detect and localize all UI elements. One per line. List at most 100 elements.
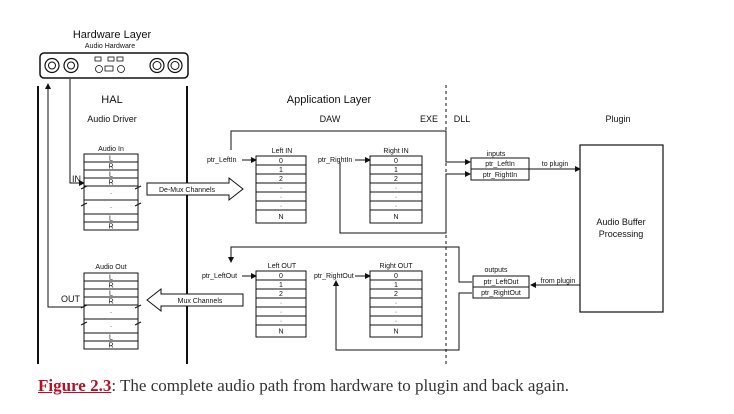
demux-arrow bbox=[146, 176, 244, 202]
right-in-to-plugin-wire bbox=[339, 162, 471, 234]
plugin-input-item: ptr_RightIn bbox=[483, 172, 517, 179]
audio-out-cell-value: L bbox=[109, 291, 113, 298]
in-connection bbox=[69, 79, 85, 186]
audio-in-cell-value: · bbox=[110, 191, 112, 198]
left-in-title: Left IN bbox=[272, 148, 293, 155]
in-label: IN bbox=[72, 174, 81, 184]
audio-in-cell-value: · bbox=[110, 205, 112, 212]
left-in-cell-value: 2 bbox=[279, 176, 283, 183]
out-connection bbox=[45, 83, 84, 308]
right-in-cell bbox=[369, 209, 423, 224]
left-out-cell-value: · bbox=[280, 309, 282, 316]
demux-label: De-Mux Channels bbox=[159, 187, 216, 194]
application-layer-title: Application Layer bbox=[287, 94, 372, 106]
plugin-title: Plugin bbox=[605, 114, 630, 124]
left-in-cell-value: N bbox=[278, 214, 283, 221]
right-out-buffer: 0 1 2 · · · N bbox=[369, 270, 423, 338]
audio-out-cell-value: · bbox=[110, 324, 112, 331]
audio-out-cell-value: R bbox=[108, 343, 113, 350]
left-out-cell-value: 2 bbox=[279, 291, 283, 298]
right-out-cell-value: N bbox=[393, 329, 398, 336]
left-out-cell-value: N bbox=[278, 329, 283, 336]
left-in-buffer: 012···N bbox=[255, 155, 307, 224]
audio-buffer-processing-box bbox=[579, 144, 664, 313]
mux-arrow bbox=[146, 287, 244, 313]
figure-reference-link[interactable]: Figure 2.3 bbox=[38, 376, 112, 395]
audio-hardware-device bbox=[39, 52, 189, 79]
audio-in-cell-value: L bbox=[109, 172, 113, 179]
audio-out-cell bbox=[83, 340, 139, 350]
right-in-cell-value: · bbox=[395, 194, 397, 201]
daw-label: DAW bbox=[320, 114, 341, 124]
audio-path-diagram: Hardware Layer Audio Hardware IN OUT HAL… bbox=[37, 29, 664, 364]
audio-in-cell-value: R bbox=[108, 224, 113, 231]
audio-out-cell-value: R bbox=[108, 299, 113, 306]
right-in-cell-value: · bbox=[395, 185, 397, 192]
audio-in-cell bbox=[83, 221, 139, 231]
audio-out-cell-value: L bbox=[109, 335, 113, 342]
right-out-title: Right OUT bbox=[379, 263, 413, 270]
plugin-input-item: ptr_LeftIn bbox=[485, 161, 515, 168]
plugin-to-left-out-wire bbox=[228, 246, 472, 283]
right-out-cell-value: · bbox=[395, 300, 397, 307]
right-in-cell-value: 1 bbox=[394, 167, 398, 174]
left-out-title: Left OUT bbox=[268, 263, 297, 270]
left-in-to-plugin-wire bbox=[230, 130, 471, 165]
audio-in-cell-value: L bbox=[109, 216, 113, 223]
out-label: OUT bbox=[61, 294, 81, 304]
audio-out-cell-value: L bbox=[109, 275, 113, 282]
right-out-cell-value: · bbox=[395, 309, 397, 316]
plugin-output-item: ptr_RightOut bbox=[481, 290, 521, 297]
left-out-buffer: 012···N bbox=[255, 270, 307, 338]
right-in-cell-value: · bbox=[395, 203, 397, 210]
plugin-outputs-box bbox=[472, 275, 530, 299]
right-out-cell-value: · bbox=[395, 318, 397, 325]
hal-title: HAL bbox=[101, 94, 122, 106]
buffer-break-mark bbox=[134, 304, 142, 326]
hardware-subtitle: Audio Hardware bbox=[85, 43, 135, 50]
buffer-break-mark bbox=[80, 185, 88, 207]
plugin-box-line2: Processing bbox=[599, 229, 644, 239]
left-in-cell-value: 0 bbox=[279, 158, 283, 165]
right-in-title: Right IN bbox=[383, 148, 408, 155]
plugin-output-item: ptr_LeftOut bbox=[483, 279, 518, 286]
from-plugin-label: from plugin bbox=[541, 278, 576, 285]
ptr-leftout-label: ptr_LeftOut bbox=[202, 273, 237, 280]
dll-label: DLL bbox=[454, 114, 471, 124]
caption-text: : The complete audio path from hardware … bbox=[111, 376, 569, 395]
left-out-cell-value: · bbox=[280, 318, 282, 325]
right-out-cell-value: 1 bbox=[394, 282, 398, 289]
plugin-box-line1: Audio Buffer bbox=[596, 217, 645, 227]
right-out-cell bbox=[369, 324, 423, 338]
right-in-cell-value: N bbox=[393, 214, 398, 221]
buffer-break-mark bbox=[134, 185, 142, 207]
to-plugin-label: to plugin bbox=[542, 161, 569, 168]
right-in-cell-value: 0 bbox=[394, 158, 398, 165]
figure-caption: Figure 2.3: The complete audio path from… bbox=[38, 376, 718, 396]
audio-out-cell-value: · bbox=[110, 310, 112, 317]
plugin-inputs-box bbox=[470, 157, 530, 181]
left-out-cell bbox=[255, 324, 307, 338]
right-out-cell-value: 0 bbox=[394, 273, 398, 280]
right-in-cell-value: 2 bbox=[394, 176, 398, 183]
plugin-to-right-out-wire bbox=[333, 280, 472, 351]
audio-in-cell-value: R bbox=[108, 180, 113, 187]
mux-label: Mux Channels bbox=[178, 298, 223, 305]
left-out-cell-value: 0 bbox=[279, 273, 283, 280]
left-in-cell-value: · bbox=[280, 203, 282, 210]
ptr-rightin-label: ptr_RightIn bbox=[318, 157, 352, 164]
left-out-cell-value: · bbox=[280, 300, 282, 307]
audio-in-cell-value: R bbox=[108, 164, 113, 171]
audio-in-cell-value: L bbox=[109, 156, 113, 163]
right-in-buffer: 0 1 2 · · · N bbox=[369, 155, 423, 224]
right-out-cell-value: 2 bbox=[394, 291, 398, 298]
plugin-inputs-title: inputs bbox=[487, 151, 506, 158]
ptr-leftin-label: ptr_LeftIn bbox=[207, 157, 237, 164]
audio-in-title: Audio In bbox=[98, 146, 124, 153]
audio-driver-label: Audio Driver bbox=[87, 114, 137, 124]
plugin-outputs-title: outputs bbox=[485, 267, 508, 274]
exe-label: EXE bbox=[420, 114, 438, 124]
left-in-cell bbox=[255, 209, 307, 224]
